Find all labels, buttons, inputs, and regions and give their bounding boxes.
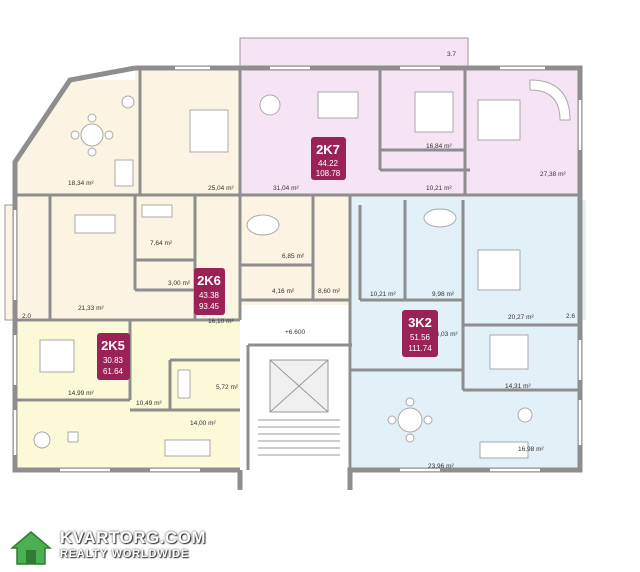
apartment-code: 3K2 bbox=[408, 315, 432, 330]
furniture bbox=[33, 79, 571, 459]
badge-background bbox=[402, 310, 438, 357]
total-area: 111.74 bbox=[408, 344, 432, 353]
balcony-label: 3.7 bbox=[447, 51, 456, 58]
room-area: 16,84 m² bbox=[426, 143, 452, 150]
apartment-code: 2K6 bbox=[197, 273, 221, 288]
room-area: 14,99 m² bbox=[68, 390, 94, 397]
room-area: 20,27 m² bbox=[508, 314, 534, 321]
total-area: 93.45 bbox=[199, 302, 220, 311]
room-area: 7,64 m² bbox=[150, 240, 173, 247]
apartment-badge-3k2[interactable]: 3K2 51.56 111.74 bbox=[402, 310, 438, 357]
apartment-badge-2k5[interactable]: 2K5 30.83 61.64 bbox=[97, 333, 130, 380]
room-area: 8,60 m² bbox=[318, 288, 341, 295]
badge-background bbox=[194, 268, 225, 315]
room-area: 14,00 m² bbox=[190, 420, 216, 427]
watermark-tagline: REALTY WORLDWIDE bbox=[60, 548, 190, 560]
apartment-code: 2K7 bbox=[316, 142, 340, 157]
apartment-code: 2K5 bbox=[101, 338, 125, 353]
left-balcony-label: 2.0 bbox=[22, 313, 31, 320]
room-area: 25,04 m² bbox=[208, 185, 234, 192]
room-areas: 18,34 m² 25,04 m² 31,04 m² 16,84 m² 27,3… bbox=[68, 143, 566, 470]
room-area: 10,21 m² bbox=[426, 185, 452, 192]
stair-core bbox=[258, 359, 340, 456]
room-area: 14,03 m² bbox=[432, 331, 458, 338]
badge-background bbox=[311, 137, 346, 180]
room-area: 6,85 m² bbox=[282, 253, 305, 260]
room-area: 14,31 m² bbox=[505, 383, 531, 390]
apartment-badge-2k7[interactable]: 2K7 44.22 108.78 bbox=[311, 137, 346, 180]
corridor-zone bbox=[240, 195, 350, 305]
windows bbox=[13, 66, 582, 472]
living-area: 44.22 bbox=[318, 159, 339, 168]
room-area: 3,00 m² bbox=[168, 280, 191, 287]
living-area: 30.83 bbox=[103, 356, 124, 365]
room-area: 16,98 m² bbox=[518, 446, 544, 453]
apartment-badge-2k6[interactable]: 2K6 43.38 93.45 bbox=[194, 268, 225, 315]
room-area: 18,34 m² bbox=[68, 180, 94, 187]
badge-background bbox=[97, 333, 130, 380]
room-area: 4,16 m² bbox=[272, 288, 295, 295]
living-area: 43.38 bbox=[199, 291, 220, 300]
room-area: 31,04 m² bbox=[273, 185, 299, 192]
right-balcony-label: 2.6 bbox=[566, 313, 575, 320]
top-balcony-zone bbox=[239, 37, 469, 69]
room-area: 16,10 m² bbox=[208, 318, 234, 325]
room-area: 10,49 m² bbox=[136, 400, 162, 407]
room-area: 9,98 m² bbox=[432, 291, 455, 298]
house-logo-icon bbox=[10, 531, 52, 565]
total-area: 61.64 bbox=[103, 367, 124, 376]
room-area: 27,38 m² bbox=[540, 171, 566, 178]
room-area: 21,33 m² bbox=[78, 305, 104, 312]
living-area: 51.56 bbox=[410, 333, 431, 342]
room-area: 23,96 m² bbox=[428, 463, 454, 470]
watermark-brand[interactable]: KVARTORG.COM bbox=[60, 528, 207, 547]
interior-walls bbox=[15, 68, 580, 470]
room-area: 10,21 m² bbox=[370, 291, 396, 298]
room-area: 5,72 m² bbox=[216, 384, 239, 391]
total-area: 108.78 bbox=[316, 169, 341, 178]
level-label: +6.600 bbox=[285, 329, 305, 336]
